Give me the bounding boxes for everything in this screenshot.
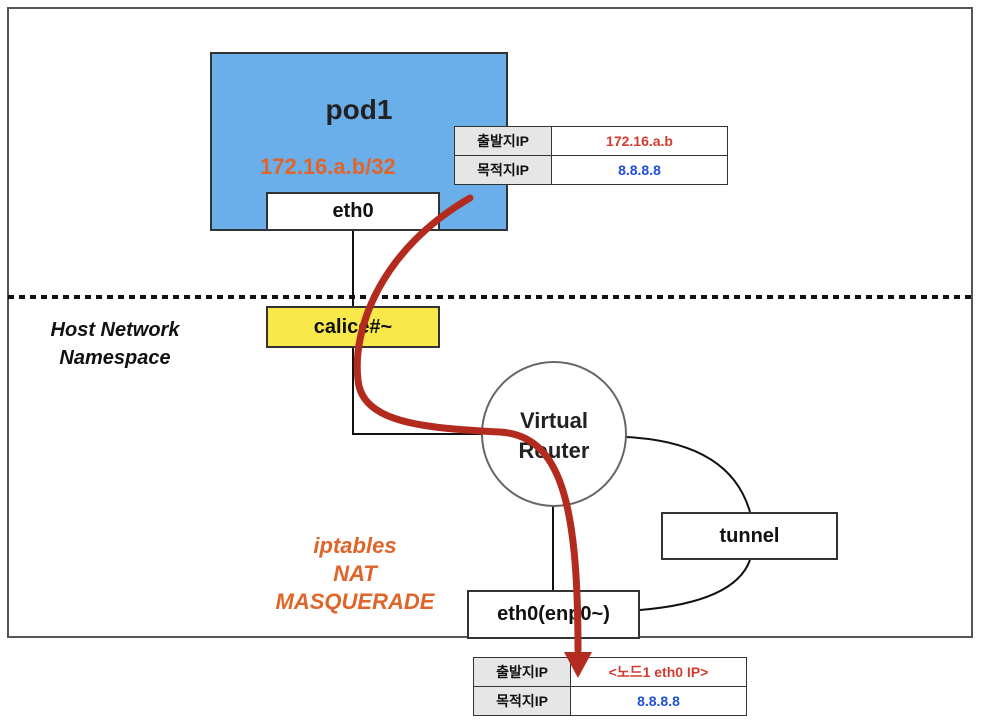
host-namespace-label: Host Network Namespace [20,316,210,372]
packet-before-dst-label: 목적지IP [454,155,552,185]
virtual-router-line2: Router [518,438,590,463]
link-router-tunnel [625,436,751,513]
link-tunnel-eth0 [639,559,751,611]
pod-eth0[interactable]: eth0 [266,192,440,231]
nat-line3: MASQUERADE [275,589,435,614]
packet-after-src-value: <노드1 eth0 IP> [570,657,747,687]
packet-after-dst-label: 목적지IP [473,686,571,716]
packet-after-src-label: 출발지IP [473,657,571,687]
packet-before-dst-value: 8.8.8.8 [551,155,728,185]
host-namespace-line2: Namespace [59,347,171,369]
virtual-router-line1: Virtual [519,408,589,433]
packet-after-src-row: 출발지IP <노드1 eth0 IP> [473,657,747,687]
nat-line2: NAT [333,561,377,586]
packet-before-table: 출발지IP 172.16.a.b 목적지IP 8.8.8.8 [454,126,728,185]
packet-before-dst-row: 목적지IP 8.8.8.8 [454,155,728,185]
nat-label: iptables NAT MASQUERADE [250,532,460,616]
packet-after-table: 출발지IP <노드1 eth0 IP> 목적지IP 8.8.8.8 [473,657,747,716]
packet-before-src-value: 172.16.a.b [551,126,728,156]
host-namespace-line1: Host Network [50,319,180,341]
pod-name: pod1 [325,94,393,125]
packet-after-dst-row: 목적지IP 8.8.8.8 [473,686,747,716]
packet-before-src-row: 출발지IP 172.16.a.b [454,126,728,156]
nat-line1: iptables [313,533,397,558]
pod-ip: 172.16.a.b/32 [260,154,396,179]
link-calico-router [352,348,482,435]
tunnel-box[interactable]: tunnel [661,512,838,560]
calico-interface[interactable]: calice#~ [266,306,440,348]
packet-before-src-label: 출발지IP [454,126,552,156]
virtual-router-label[interactable]: Virtual Router [482,406,626,466]
packet-after-dst-value: 8.8.8.8 [570,686,747,716]
node-eth0[interactable]: eth0(enp0~) [467,590,640,639]
